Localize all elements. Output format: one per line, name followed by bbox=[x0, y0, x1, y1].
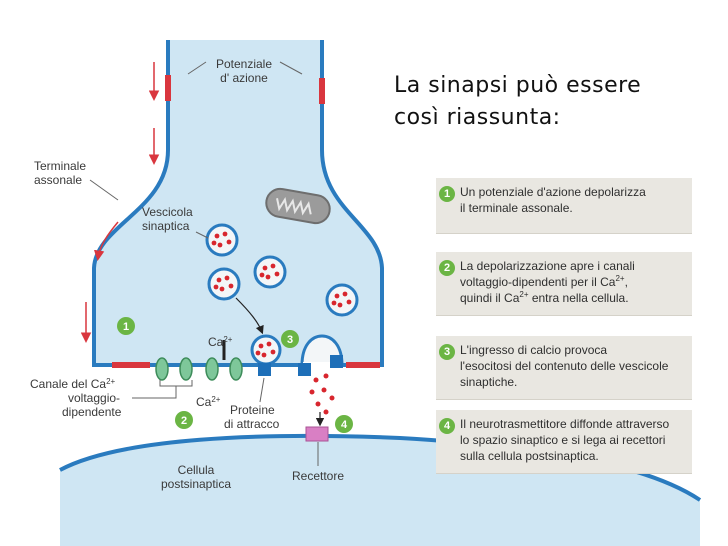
step-text-line: sinaptiche. bbox=[460, 375, 518, 389]
docking-protein bbox=[298, 363, 311, 376]
docking-protein bbox=[258, 363, 271, 376]
label-ca-bottom: Ca2+ bbox=[196, 395, 221, 409]
depolarized-segment bbox=[165, 75, 171, 101]
synaptic-vesicle bbox=[325, 283, 359, 317]
leader-line bbox=[195, 231, 209, 239]
leader-line bbox=[279, 61, 303, 75]
label-vescicola: Vescicola bbox=[142, 205, 193, 219]
label-cellula: Cellula bbox=[178, 463, 215, 477]
slide-title: La sinapsi può essere così riassunta: bbox=[394, 70, 714, 134]
step-text-line: il terminale assonale. bbox=[460, 201, 573, 215]
step-badge-4: 4 bbox=[335, 415, 353, 433]
label-postsinaptica: postsinaptica bbox=[161, 477, 231, 491]
svg-text:2: 2 bbox=[181, 415, 187, 427]
neurotransmitter-molecules bbox=[309, 373, 335, 415]
step-badge-3: 3 bbox=[281, 330, 299, 348]
depolarized-segment bbox=[346, 362, 380, 368]
step-text-line: Un potenziale d'azione depolarizza bbox=[460, 185, 646, 199]
docking-protein bbox=[330, 355, 343, 368]
depolarized-segment bbox=[319, 78, 325, 104]
synaptic-vesicle bbox=[205, 223, 239, 257]
step-text-line: quindi il Ca2+ entra nella cellula. bbox=[460, 290, 629, 306]
calcium-channel bbox=[205, 357, 219, 381]
step-3: 3 L'ingresso di calcio provoca l'esocito… bbox=[436, 336, 692, 400]
label-assonale: assonale bbox=[34, 173, 82, 187]
leader-line bbox=[159, 380, 193, 387]
calcium-channel bbox=[179, 357, 193, 381]
synaptic-vesicle bbox=[207, 267, 241, 301]
step-badge-1: 1 bbox=[117, 317, 135, 335]
depolarized-segment bbox=[112, 362, 150, 368]
step-text-line: l'esocitosi del contenuto delle vescicol… bbox=[460, 359, 669, 373]
calcium-channel bbox=[229, 357, 243, 381]
step-badge-2: 2 bbox=[175, 411, 193, 429]
label-canale: Canale del Ca2+ bbox=[30, 377, 116, 391]
step-number: 2 bbox=[439, 260, 455, 276]
mitochondrion bbox=[265, 187, 331, 225]
label-azione: d' azione bbox=[220, 71, 268, 85]
step-text-line: voltaggio-dipendenti per il Ca2+, bbox=[460, 274, 628, 290]
step-number: 4 bbox=[439, 418, 455, 434]
step-text-line: Il neurotrasmettitore diffonde attravers… bbox=[460, 417, 670, 431]
receptor bbox=[305, 426, 329, 442]
vesicle-movement-arrow bbox=[235, 297, 264, 335]
calcium-channel bbox=[155, 357, 169, 381]
title-line-2: così riassunta: bbox=[394, 105, 561, 130]
axon-terminal bbox=[94, 40, 382, 365]
label-terminale: Terminale bbox=[34, 159, 86, 173]
step-text-line: sulla cellula postsinaptica. bbox=[460, 449, 599, 463]
svg-text:3: 3 bbox=[287, 334, 293, 346]
docking-vesicle bbox=[250, 334, 282, 366]
step-1: 1 Un potenziale d'azione depolarizza il … bbox=[436, 178, 692, 234]
step-number: 1 bbox=[439, 186, 455, 202]
leader-line bbox=[89, 179, 119, 201]
leader-line bbox=[259, 377, 265, 403]
label-dipendente: dipendente bbox=[62, 405, 122, 419]
step-number: 3 bbox=[439, 344, 455, 360]
step-text-line: La depolarizzazione apre i canali bbox=[460, 259, 635, 273]
label-recettore: Recettore bbox=[292, 469, 344, 483]
leader-line bbox=[132, 386, 177, 399]
step-2: 2 La depolarizzazione apre i canali volt… bbox=[436, 252, 692, 316]
title-line-1: La sinapsi può essere bbox=[394, 73, 642, 98]
terminal-membrane bbox=[92, 40, 384, 367]
label-voltaggio: voltaggio- bbox=[68, 391, 120, 405]
step-text-line: lo spazio sinaptico e si lega ai recetto… bbox=[460, 433, 666, 447]
label-ca-top: Ca2+ bbox=[208, 335, 233, 349]
step-text-line: L'ingresso di calcio provoca bbox=[460, 343, 608, 357]
synaptic-vesicle bbox=[253, 255, 287, 289]
label-potenziale: Potenziale bbox=[216, 57, 272, 71]
label-sinaptica: sinaptica bbox=[142, 219, 190, 233]
svg-text:1: 1 bbox=[123, 321, 129, 333]
step-4: 4 Il neurotrasmettitore diffonde attrave… bbox=[436, 410, 692, 474]
action-potential-arrow bbox=[93, 221, 119, 261]
label-proteine: Proteine bbox=[230, 403, 275, 417]
label-attracco: di attracco bbox=[224, 417, 280, 431]
leader-line bbox=[187, 61, 207, 75]
svg-text:4: 4 bbox=[341, 419, 348, 431]
